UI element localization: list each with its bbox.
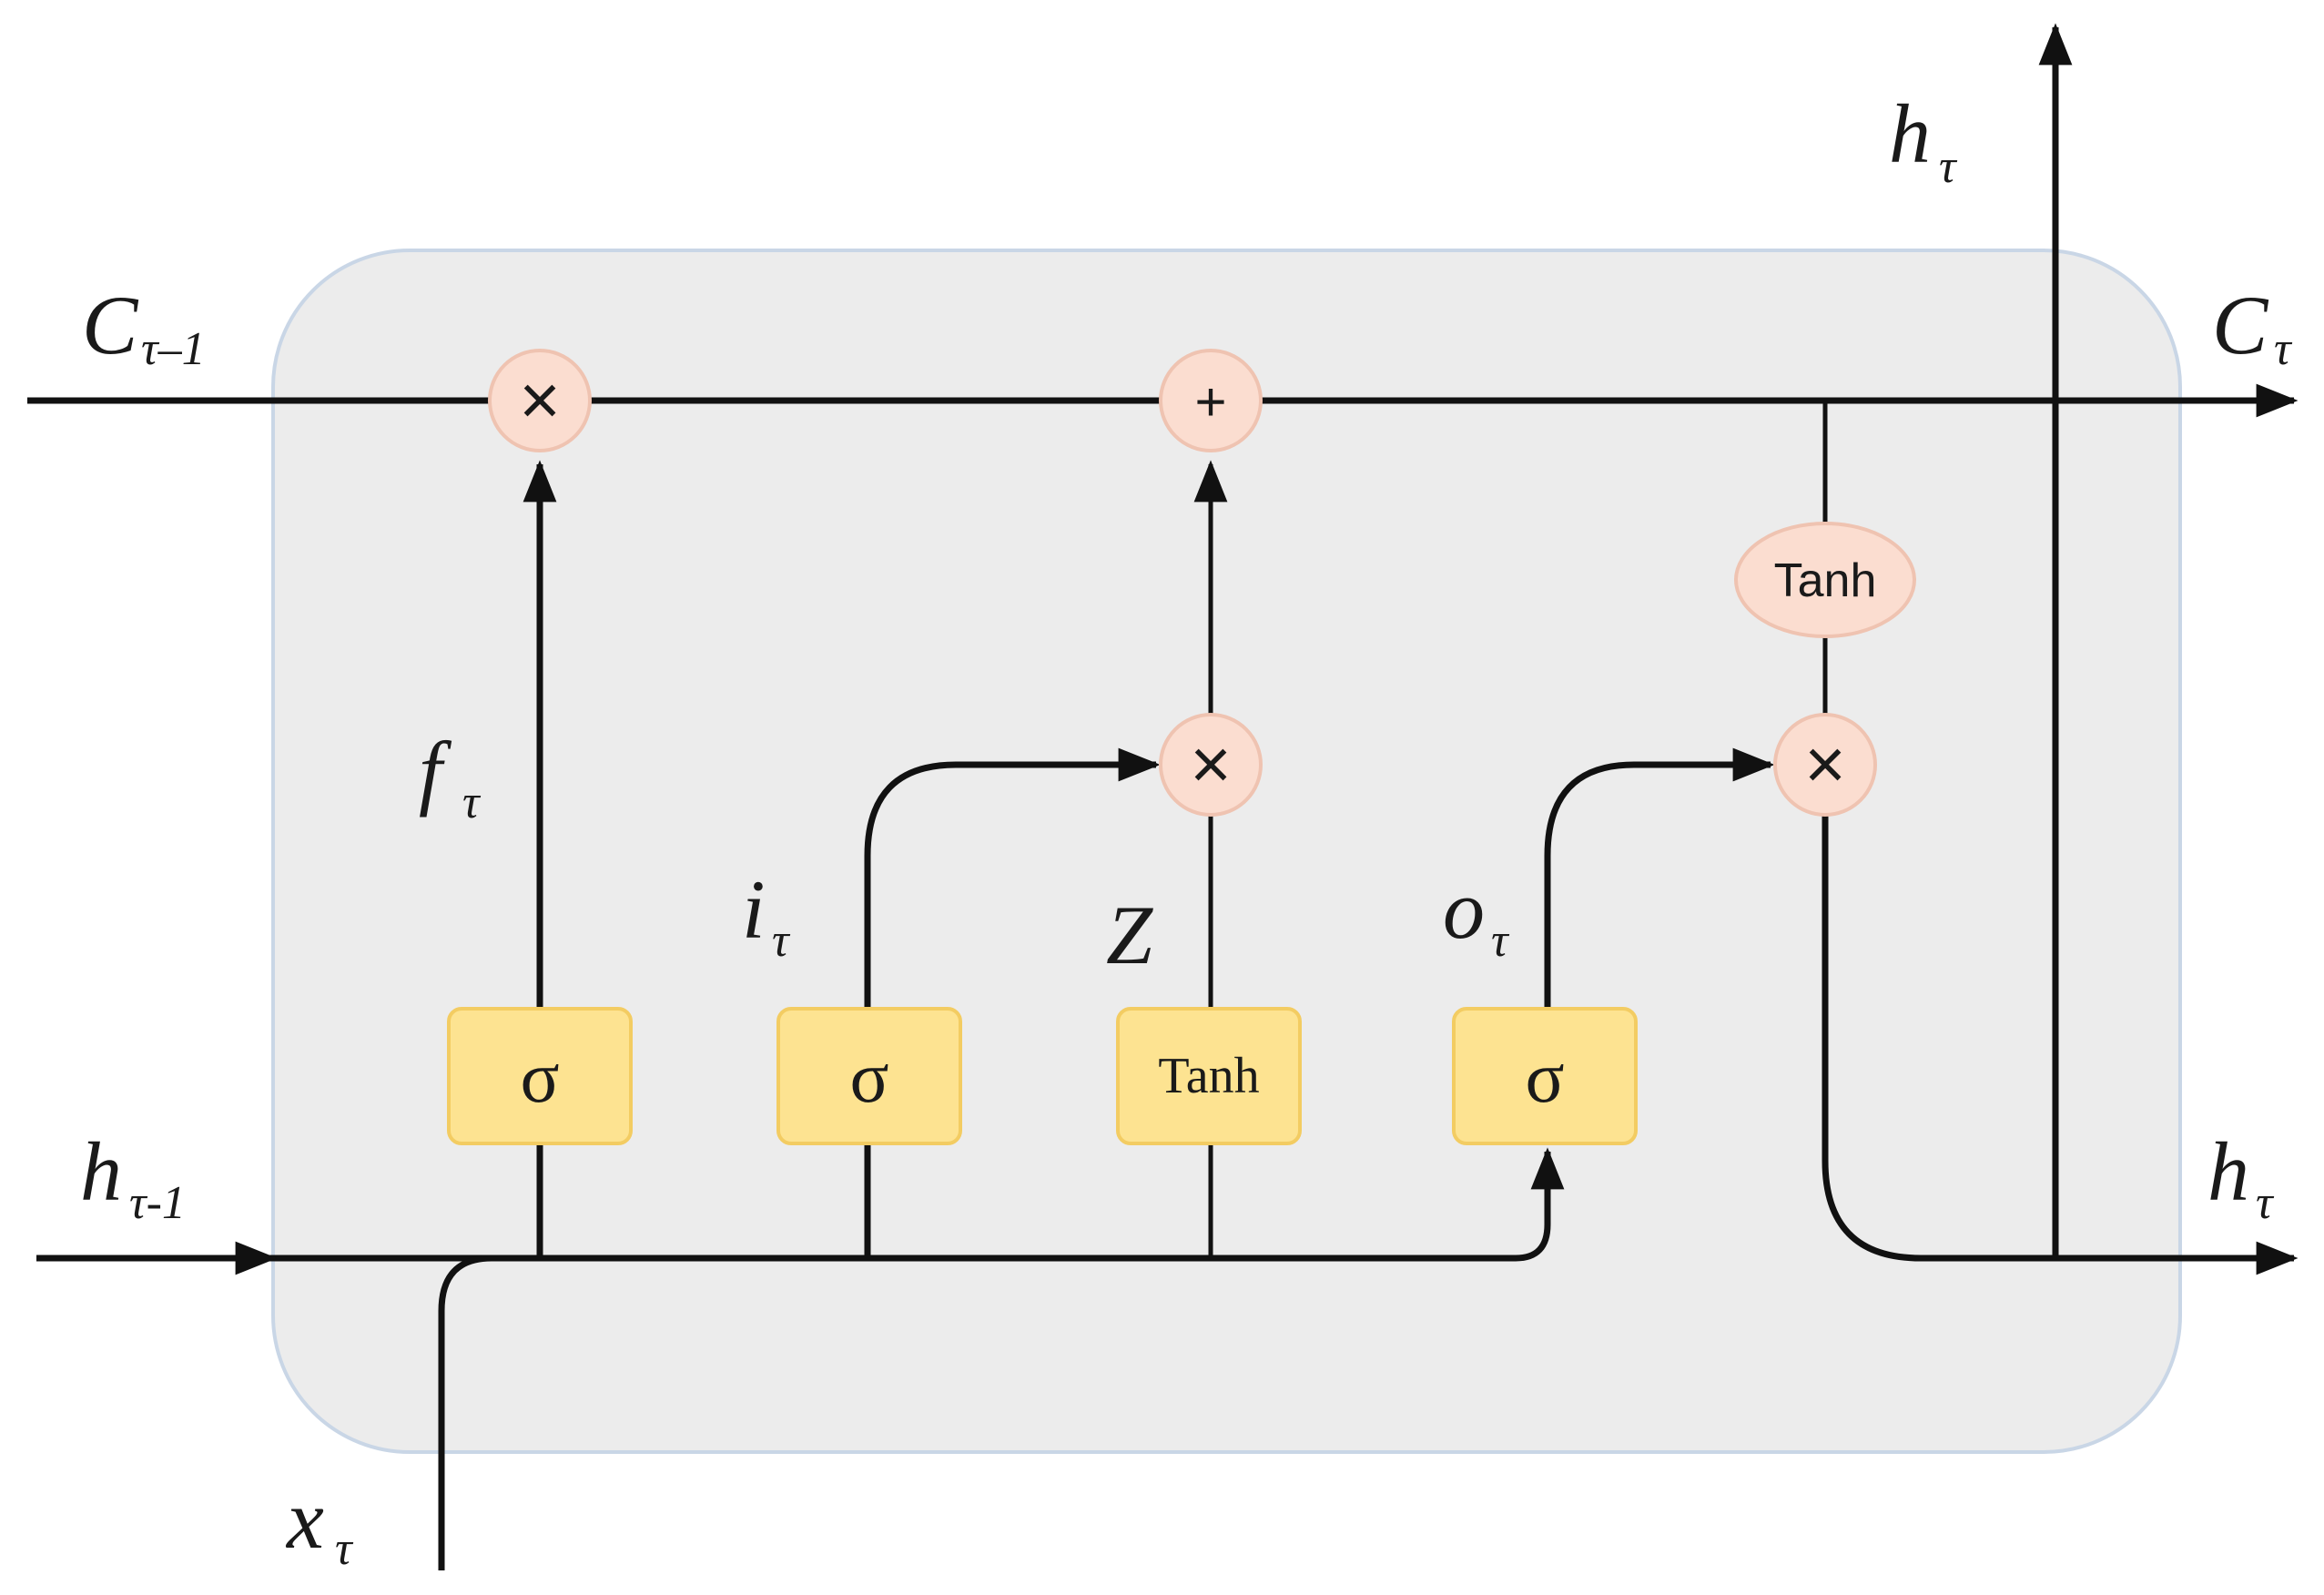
svg-text:o: o bbox=[1443, 863, 1485, 956]
svg-text:τ–1: τ–1 bbox=[141, 323, 206, 375]
x-input-line bbox=[438, 1255, 492, 1570]
svg-text:τ-1: τ-1 bbox=[129, 1177, 186, 1229]
forget-gate-box: σ bbox=[447, 1007, 633, 1145]
label-o-gate: o τ bbox=[1443, 863, 1510, 967]
svg-text:Z: Z bbox=[1106, 889, 1153, 981]
svg-text:τ: τ bbox=[2274, 323, 2293, 375]
label-i-gate: i τ bbox=[742, 863, 791, 967]
svg-text:τ: τ bbox=[772, 915, 791, 967]
input-gate-sigma: σ bbox=[849, 1038, 888, 1118]
cell-background bbox=[271, 249, 2182, 1454]
svg-text:h: h bbox=[80, 1125, 122, 1218]
svg-text:h: h bbox=[2207, 1125, 2249, 1218]
output-gate-box: σ bbox=[1452, 1007, 1638, 1145]
label-c-next: C τ bbox=[2212, 279, 2293, 375]
svg-text:x: x bbox=[285, 1473, 324, 1566]
cell-tanh-op: Tanh bbox=[1734, 522, 1916, 638]
label-h-right: h τ bbox=[2207, 1125, 2275, 1229]
label-h-top: h τ bbox=[1889, 87, 1958, 193]
output-gate-sigma: σ bbox=[1525, 1038, 1564, 1118]
candidate-gate-tanh: Tanh bbox=[1158, 1048, 1259, 1104]
candidate-gate-box: Tanh bbox=[1116, 1007, 1302, 1145]
svg-text:τ: τ bbox=[462, 777, 482, 828]
label-z-gate: Z bbox=[1106, 889, 1153, 981]
input-multiply-symbol: × bbox=[1190, 724, 1232, 804]
forget-gate-sigma: σ bbox=[520, 1038, 559, 1118]
svg-text:τ: τ bbox=[1491, 915, 1510, 967]
output-multiply-op: × bbox=[1773, 713, 1877, 817]
svg-text:τ: τ bbox=[335, 1523, 354, 1575]
label-c-prev: C τ–1 bbox=[82, 279, 206, 375]
input-gate-box: σ bbox=[776, 1007, 962, 1145]
input-multiply-op: × bbox=[1159, 713, 1263, 817]
input-gate-line bbox=[864, 747, 1161, 1258]
cell-add-symbol: + bbox=[1194, 371, 1226, 432]
label-x-in: x τ bbox=[285, 1473, 354, 1575]
svg-text:C: C bbox=[2212, 279, 2269, 371]
label-h-prev: h τ-1 bbox=[80, 1125, 186, 1229]
cell-add-op: + bbox=[1159, 349, 1263, 452]
cell-tanh-label: Tanh bbox=[1774, 554, 1877, 607]
output-gate-line bbox=[1544, 747, 1775, 1011]
hidden-output-line bbox=[1822, 815, 2299, 1275]
svg-text:τ: τ bbox=[2256, 1177, 2275, 1229]
svg-text:C: C bbox=[82, 279, 139, 371]
svg-text:i: i bbox=[742, 863, 766, 956]
forget-multiply-symbol: × bbox=[519, 360, 561, 440]
forget-multiply-op: × bbox=[488, 349, 592, 452]
svg-text:h: h bbox=[1889, 87, 1931, 180]
hidden-state-input-line bbox=[36, 1147, 1565, 1262]
output-multiply-symbol: × bbox=[1804, 724, 1846, 804]
svg-text:τ: τ bbox=[1939, 141, 1958, 193]
